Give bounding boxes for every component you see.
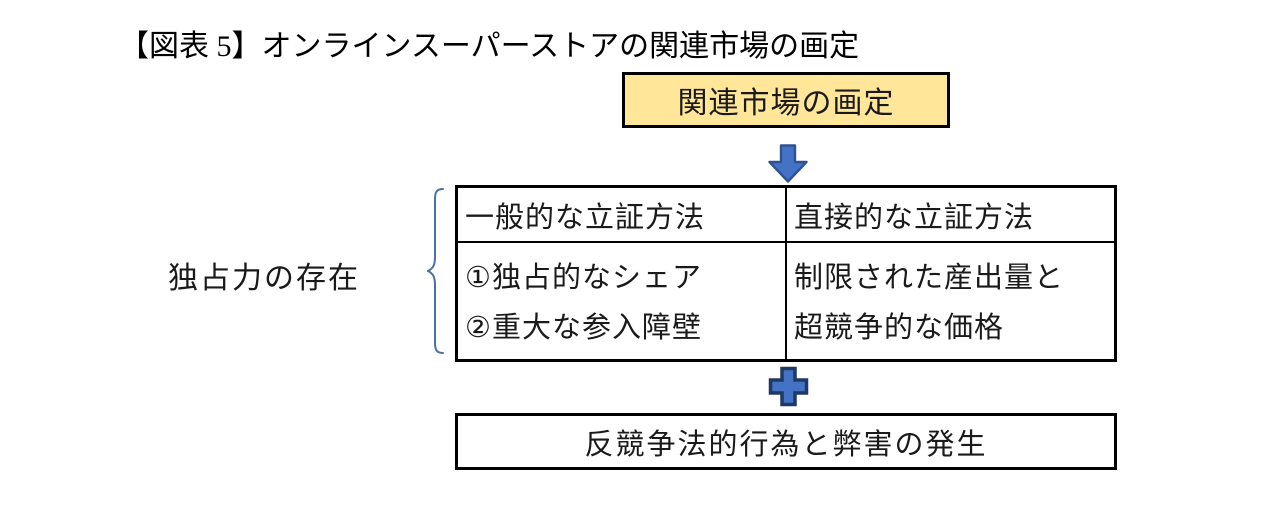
market-definition-box: 関連市場の画定 [622, 72, 950, 128]
left-brace-shape [427, 188, 444, 354]
cell-direct-proof-method: 直接的な立証方法 [794, 201, 1035, 234]
anticompetitive-harm-box: 反競争法的行為と弊害の発生 [455, 413, 1117, 470]
monopoly-power-label: 独占力の存在 [168, 262, 360, 295]
plus-icon [768, 366, 809, 407]
table-body-row: ①独占的なシェア ②重大な参入障壁 制限された産出量と 超競争的な価格 [458, 243, 1114, 359]
general-evidence-line-1: ①独占的なシェア [465, 261, 702, 294]
direct-evidence-line-2: 超競争的な価格 [794, 312, 1005, 345]
general-evidence-line-2: ②重大な参入障壁 [465, 312, 702, 345]
table-header-row: 一般的な立証方法 直接的な立証方法 [458, 188, 1114, 243]
down-arrow-icon [768, 144, 808, 183]
plus-shape [768, 366, 809, 407]
cell-general-evidence: ①独占的なシェア ②重大な参入障壁 [458, 243, 787, 359]
cell-general-proof-method: 一般的な立証方法 [458, 188, 787, 241]
cell-direct-evidence: 制限された産出量と 超競争的な価格 [787, 243, 1114, 359]
down-arrow-shape [768, 144, 808, 183]
market-definition-label: 関連市場の画定 [677, 87, 895, 120]
figure-title: 【図表 5】オンラインスーパーストアの関連市場の画定 [119, 30, 860, 63]
direct-evidence-line-1: 制限された産出量と [794, 261, 1065, 294]
left-brace-icon [427, 188, 444, 354]
evidence-table: 一般的な立証方法 直接的な立証方法 ①独占的なシェア ②重大な参入障壁 制限され… [455, 185, 1117, 362]
anticompetitive-harm-label: 反競争法的行為と弊害の発生 [584, 428, 988, 461]
